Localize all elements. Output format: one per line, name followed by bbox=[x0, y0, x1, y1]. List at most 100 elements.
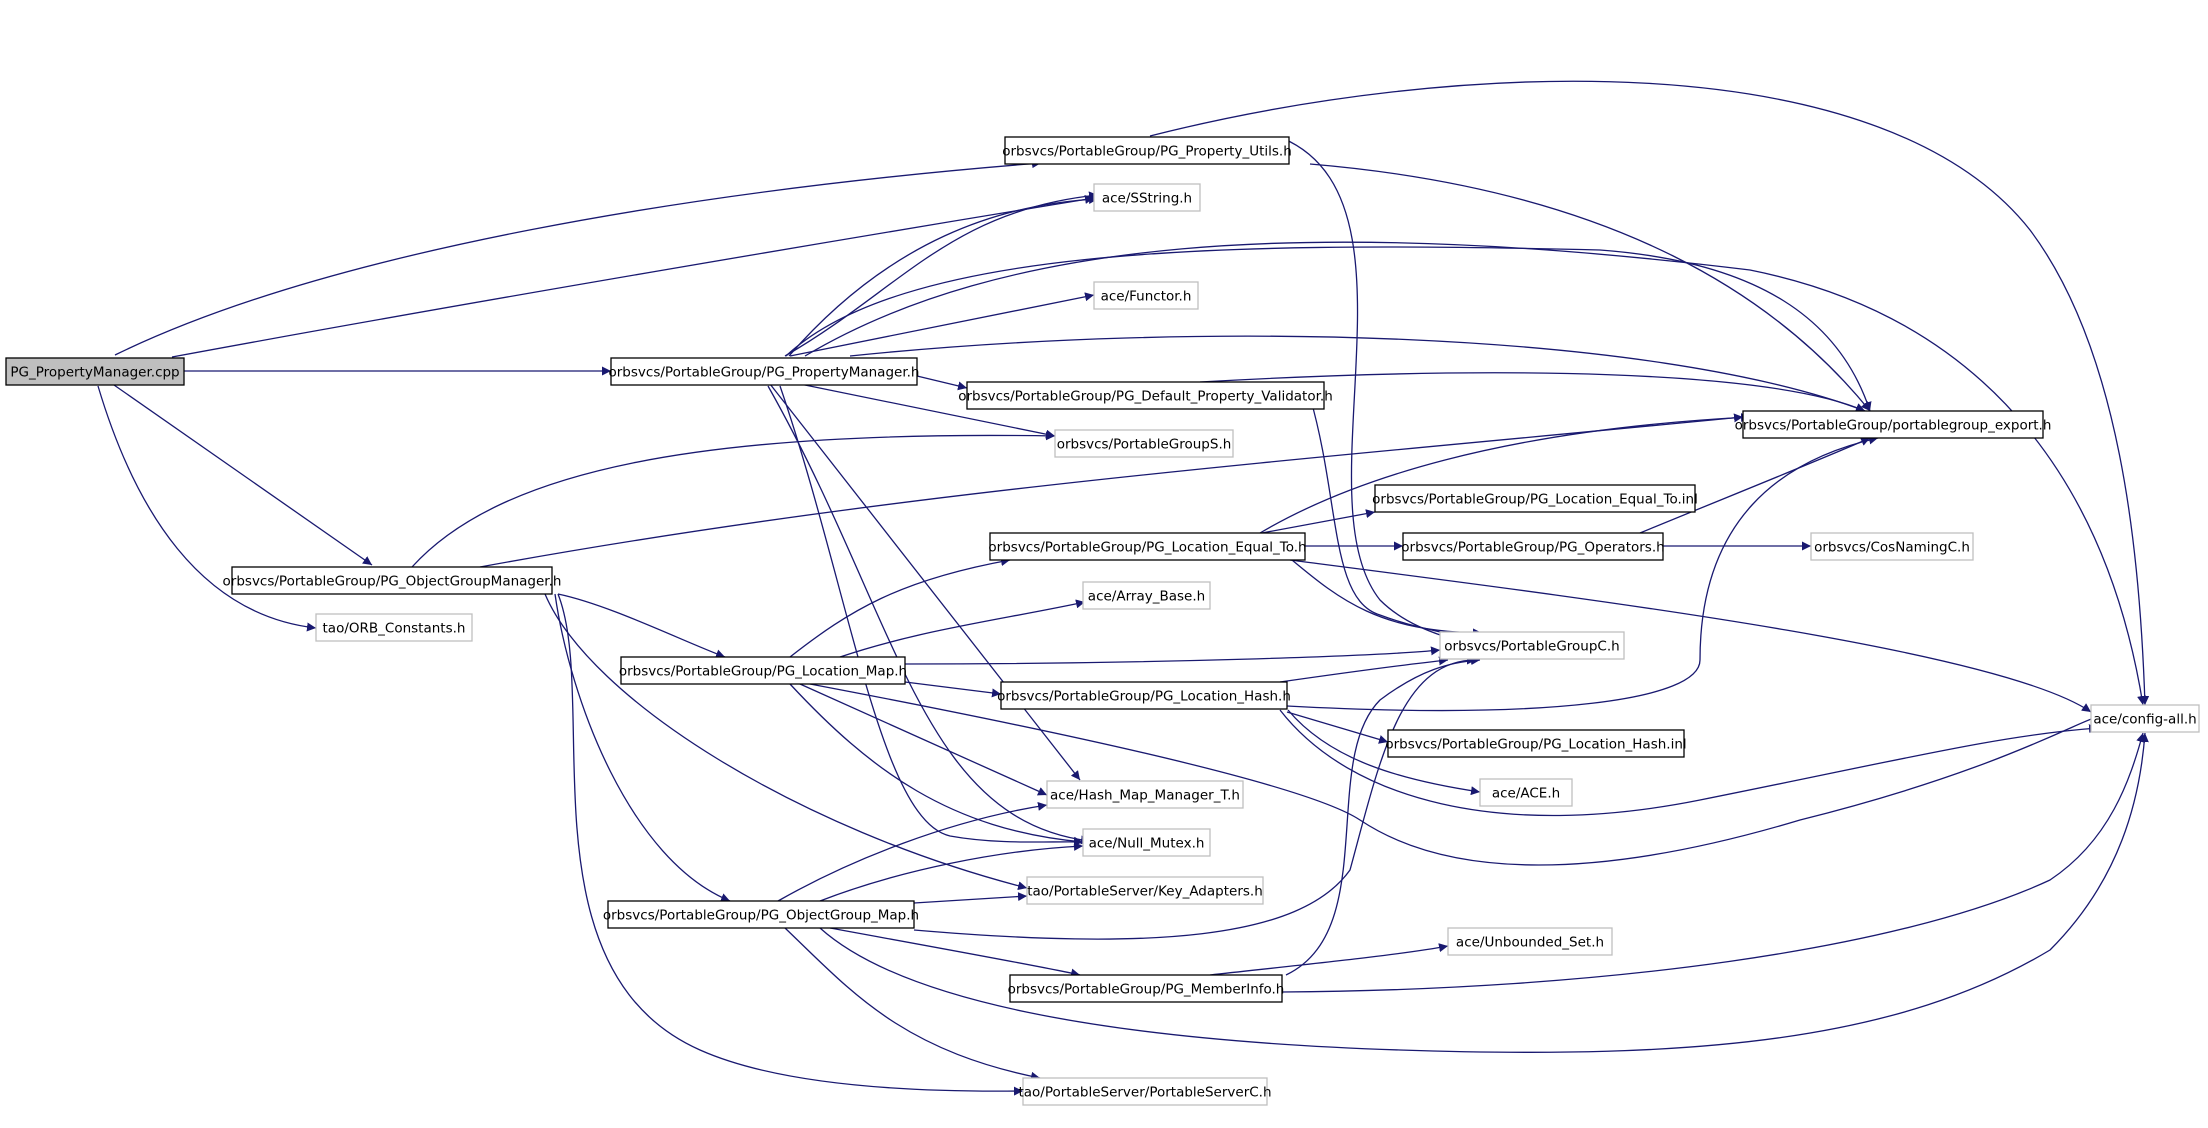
node-prop_utils[interactable]: orbsvcs/PortableGroup/PG_Property_Utils.… bbox=[1002, 136, 1292, 165]
node-label: orbsvcs/PortableGroup/PG_Location_Equal_… bbox=[988, 540, 1306, 556]
node-box bbox=[1093, 183, 1201, 212]
node-box bbox=[1082, 581, 1211, 610]
edge-root-to-ogm bbox=[113, 384, 373, 566]
edge-location_map-to-config_all bbox=[809, 683, 2101, 866]
edge-default_validator-to-export bbox=[1199, 372, 1866, 412]
edge-og_map-to-config_all bbox=[819, 732, 2149, 1053]
node-label: ace/Array_Base.h bbox=[1088, 589, 1205, 605]
edge-prop_manager-to-functor bbox=[789, 292, 1095, 357]
edge-ogm-to-export bbox=[479, 413, 1744, 568]
node-root[interactable]: PG_PropertyManager.cpp bbox=[5, 357, 185, 386]
edge-root-to-sstring bbox=[171, 195, 1095, 358]
node-groupS[interactable]: orbsvcs/PortableGroupS.h bbox=[1054, 429, 1234, 458]
node-box bbox=[1439, 631, 1625, 660]
node-box bbox=[1022, 1077, 1268, 1106]
edge-prop_utils-to-config_all bbox=[1149, 80, 2150, 706]
node-ace_h[interactable]: ace/ACE.h bbox=[1479, 778, 1573, 807]
node-label: orbsvcs/PortableGroup/PG_ObjectGroupMana… bbox=[223, 574, 562, 590]
edge-member_info-to-config_all bbox=[1281, 732, 2145, 993]
node-label: orbsvcs/PortableGroup/PG_Location_Hash.i… bbox=[1385, 737, 1686, 753]
node-hash_inl[interactable]: orbsvcs/PortableGroup/PG_Location_Hash.i… bbox=[1385, 729, 1687, 758]
node-box bbox=[607, 900, 915, 929]
edge-root-to-prop_utils bbox=[114, 159, 1042, 356]
dependency-edges bbox=[97, 80, 2150, 1096]
node-label: orbsvcs/CosNamingC.h bbox=[1814, 540, 1970, 556]
node-prop_manager[interactable]: orbsvcs/PortableGroup/PG_PropertyManager… bbox=[609, 357, 920, 386]
node-ogm[interactable]: orbsvcs/PortableGroup/PG_ObjectGroupMana… bbox=[223, 566, 562, 595]
node-member_info[interactable]: orbsvcs/PortableGroup/PG_MemberInfo.h bbox=[1008, 974, 1285, 1003]
edge-og_map-to-portable_serverC bbox=[784, 927, 1041, 1081]
node-functor[interactable]: ace/Functor.h bbox=[1093, 281, 1199, 310]
edge-operators-to-export bbox=[1639, 437, 1871, 534]
edge-location_map-to-null_mutex bbox=[789, 683, 1084, 846]
node-box bbox=[2090, 704, 2200, 733]
edge-location_map-to-equal_to bbox=[789, 557, 1011, 658]
node-box bbox=[315, 613, 473, 642]
edge-location_hash-to-ace_h bbox=[1287, 709, 1481, 796]
edge-ogm-to-key_adapters bbox=[544, 593, 1028, 891]
edge-location_hash-to-groupC bbox=[1279, 656, 1449, 683]
edge-equal_to-to-export bbox=[1259, 412, 1751, 534]
edge-equal_to-to-config_all bbox=[1289, 559, 2092, 713]
node-label: ace/SString.h bbox=[1102, 191, 1192, 207]
edge-equal_to-to-groupC bbox=[1291, 559, 1483, 638]
dependency-nodes: PG_PropertyManager.cpp orbsvcs/PortableGr… bbox=[5, 136, 2200, 1106]
node-label: tao/PortableServer/PortableServerC.h bbox=[1018, 1085, 1271, 1101]
node-box bbox=[1479, 778, 1573, 807]
node-unbounded_set[interactable]: ace/Unbounded_Set.h bbox=[1447, 927, 1613, 956]
node-location_hash[interactable]: orbsvcs/PortableGroup/PG_Location_Hash.h bbox=[997, 681, 1291, 710]
node-equal_inl[interactable]: orbsvcs/PortableGroup/PG_Location_Equal_… bbox=[1372, 484, 1698, 513]
edge-og_map-to-member_info bbox=[829, 927, 1081, 978]
edge-default_validator-to-groupC bbox=[1309, 396, 1477, 642]
node-key_adapters[interactable]: tao/PortableServer/Key_Adapters.h bbox=[1026, 876, 1264, 905]
node-label: ace/Functor.h bbox=[1101, 289, 1192, 305]
edge-og_map-to-key_adapters bbox=[913, 892, 1028, 904]
edge-prop_manager-to-config_all bbox=[804, 241, 2147, 706]
node-og_map[interactable]: orbsvcs/PortableGroup/PG_ObjectGroup_Map… bbox=[603, 900, 919, 929]
node-hash_map[interactable]: ace/Hash_Map_Manager_T.h bbox=[1046, 780, 1244, 809]
node-label: orbsvcs/PortableGroup/PG_Location_Map.h bbox=[619, 664, 907, 680]
edge-ogm-to-og_map bbox=[554, 593, 731, 902]
node-label: orbsvcs/PortableGroupS.h bbox=[1057, 437, 1232, 453]
node-groupC[interactable]: orbsvcs/PortableGroupC.h bbox=[1439, 631, 1625, 660]
node-operators[interactable]: orbsvcs/PortableGroup/PG_Operators.h bbox=[1401, 532, 1665, 561]
node-box bbox=[1082, 828, 1211, 857]
node-default_validator[interactable]: orbsvcs/PortableGroup/PG_Default_Propert… bbox=[958, 381, 1333, 410]
edge-ogm-to-location_map bbox=[557, 593, 726, 659]
edge-prop_manager-to-null_mutex bbox=[767, 385, 1091, 845]
node-array_base[interactable]: ace/Array_Base.h bbox=[1082, 581, 1211, 610]
edge-prop_manager-to-export bbox=[849, 335, 1866, 413]
node-orb_constants[interactable]: tao/ORB_Constants.h bbox=[315, 613, 473, 642]
node-label: ace/config-all.h bbox=[2093, 712, 2196, 728]
node-box bbox=[1374, 484, 1696, 513]
node-box bbox=[1026, 876, 1264, 905]
edge-og_map-to-hash_map bbox=[777, 801, 1048, 902]
node-box bbox=[1810, 532, 1974, 561]
node-box bbox=[5, 357, 185, 386]
node-box bbox=[1004, 136, 1290, 165]
node-box bbox=[231, 566, 553, 595]
node-location_map[interactable]: orbsvcs/PortableGroup/PG_Location_Map.h bbox=[619, 656, 907, 685]
edge-location_map-to-array_base bbox=[839, 599, 1086, 658]
node-label: orbsvcs/PortableGroup/PG_Default_Propert… bbox=[958, 389, 1333, 405]
node-box bbox=[966, 381, 1325, 410]
edge-prop_utils-to-groupC bbox=[1281, 137, 1481, 649]
node-null_mutex[interactable]: ace/Null_Mutex.h bbox=[1082, 828, 1211, 857]
node-box bbox=[1046, 780, 1244, 809]
node-equal_to[interactable]: orbsvcs/PortableGroup/PG_Location_Equal_… bbox=[988, 532, 1307, 561]
node-label: ace/Unbounded_Set.h bbox=[1456, 935, 1604, 951]
edge-location_map-to-groupC bbox=[904, 646, 1441, 665]
node-config_all[interactable]: ace/config-all.h bbox=[2090, 704, 2200, 733]
node-box bbox=[610, 357, 918, 386]
node-export[interactable]: orbsvcs/PortableGroup/portablegroup_expo… bbox=[1735, 410, 2052, 439]
node-sstring[interactable]: ace/SString.h bbox=[1093, 183, 1201, 212]
node-box bbox=[1742, 410, 2044, 439]
edge-location_map-to-hash_map bbox=[799, 683, 1048, 796]
edge-prop_utils-to-export bbox=[1309, 163, 1871, 412]
node-portable_serverC[interactable]: tao/PortableServer/PortableServerC.h bbox=[1018, 1077, 1272, 1106]
node-label: orbsvcs/PortableGroup/PG_Operators.h bbox=[1401, 540, 1664, 556]
node-cosnaming[interactable]: orbsvcs/CosNamingC.h bbox=[1810, 532, 1974, 561]
node-label: orbsvcs/PortableGroup/PG_MemberInfo.h bbox=[1008, 982, 1285, 998]
edge-ogm-to-groupS bbox=[411, 431, 1056, 568]
